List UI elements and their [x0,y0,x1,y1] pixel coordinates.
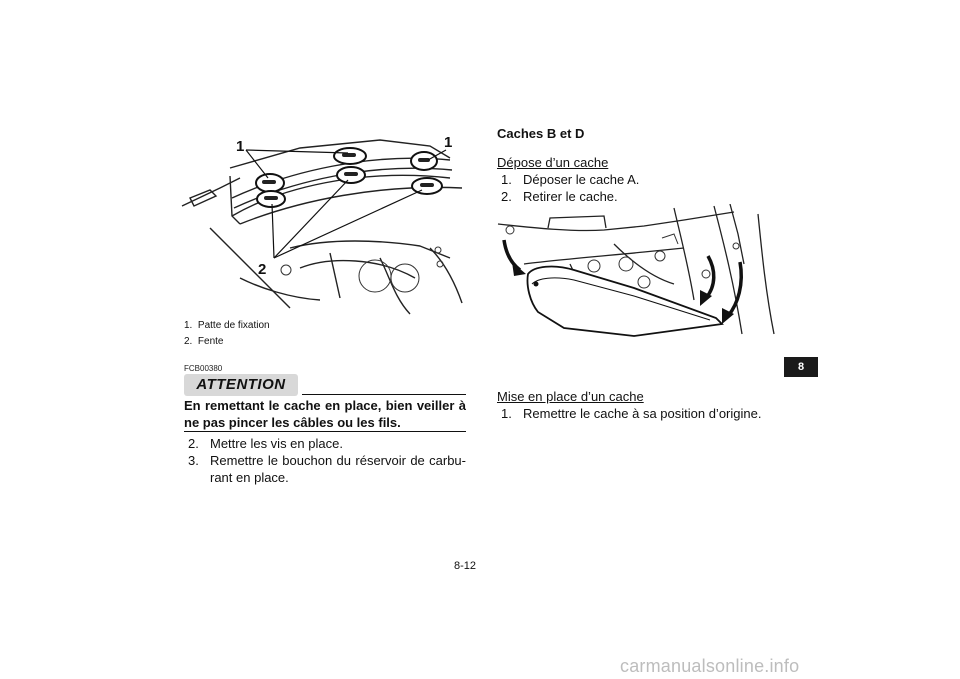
step-item: 1.Remettre le cache à sa position d’orig… [501,406,762,421]
callout-1-left: 1 [236,138,245,155]
attention-text: En remettant le cache en place, bien vei… [184,398,466,430]
figure-caption-list: 1. Patte de fixation 2. Fente [184,318,270,350]
page-number: 8-12 [454,560,477,572]
cover-illustration-1 [181,139,463,315]
left-step-list: 2.Mettre les vis en place. 3.Remettre le… [188,435,466,486]
caption-item: 2. Fente [184,336,224,347]
step-item: 2.Mettre les vis en place. [188,436,343,451]
step-item: 3.Remettre le bouchon du réservoir de ca… [188,453,466,485]
install-heading: Mise en place d’un cache [497,389,644,404]
chapter-tab: 8 [784,357,818,377]
caption-item: 1. Patte de fixation [184,320,270,331]
step-item: 2.Retirer le cache. [501,189,618,204]
attention-rule [302,394,466,395]
callout-1-right: 1 [444,134,453,151]
attention-code: FCB00380 [184,364,223,373]
attention-bottom-rule [184,431,466,432]
install-step-list: 1.Remettre le cache à sa position d’orig… [501,405,781,422]
attention-header: ATTENTION [184,374,466,396]
watermark: carmanualsonline.info [620,656,800,676]
step-item: 1.Déposer le cache A. [501,172,640,187]
cover-illustration-2 [497,204,775,337]
removal-step-list: 1.Déposer le cache A. 2.Retirer le cache… [501,171,761,205]
callout-2: 2 [258,261,267,278]
section-title: Caches B et D [497,126,585,141]
attention-label: ATTENTION [184,374,298,396]
removal-heading: Dépose d’un cache [497,155,609,170]
